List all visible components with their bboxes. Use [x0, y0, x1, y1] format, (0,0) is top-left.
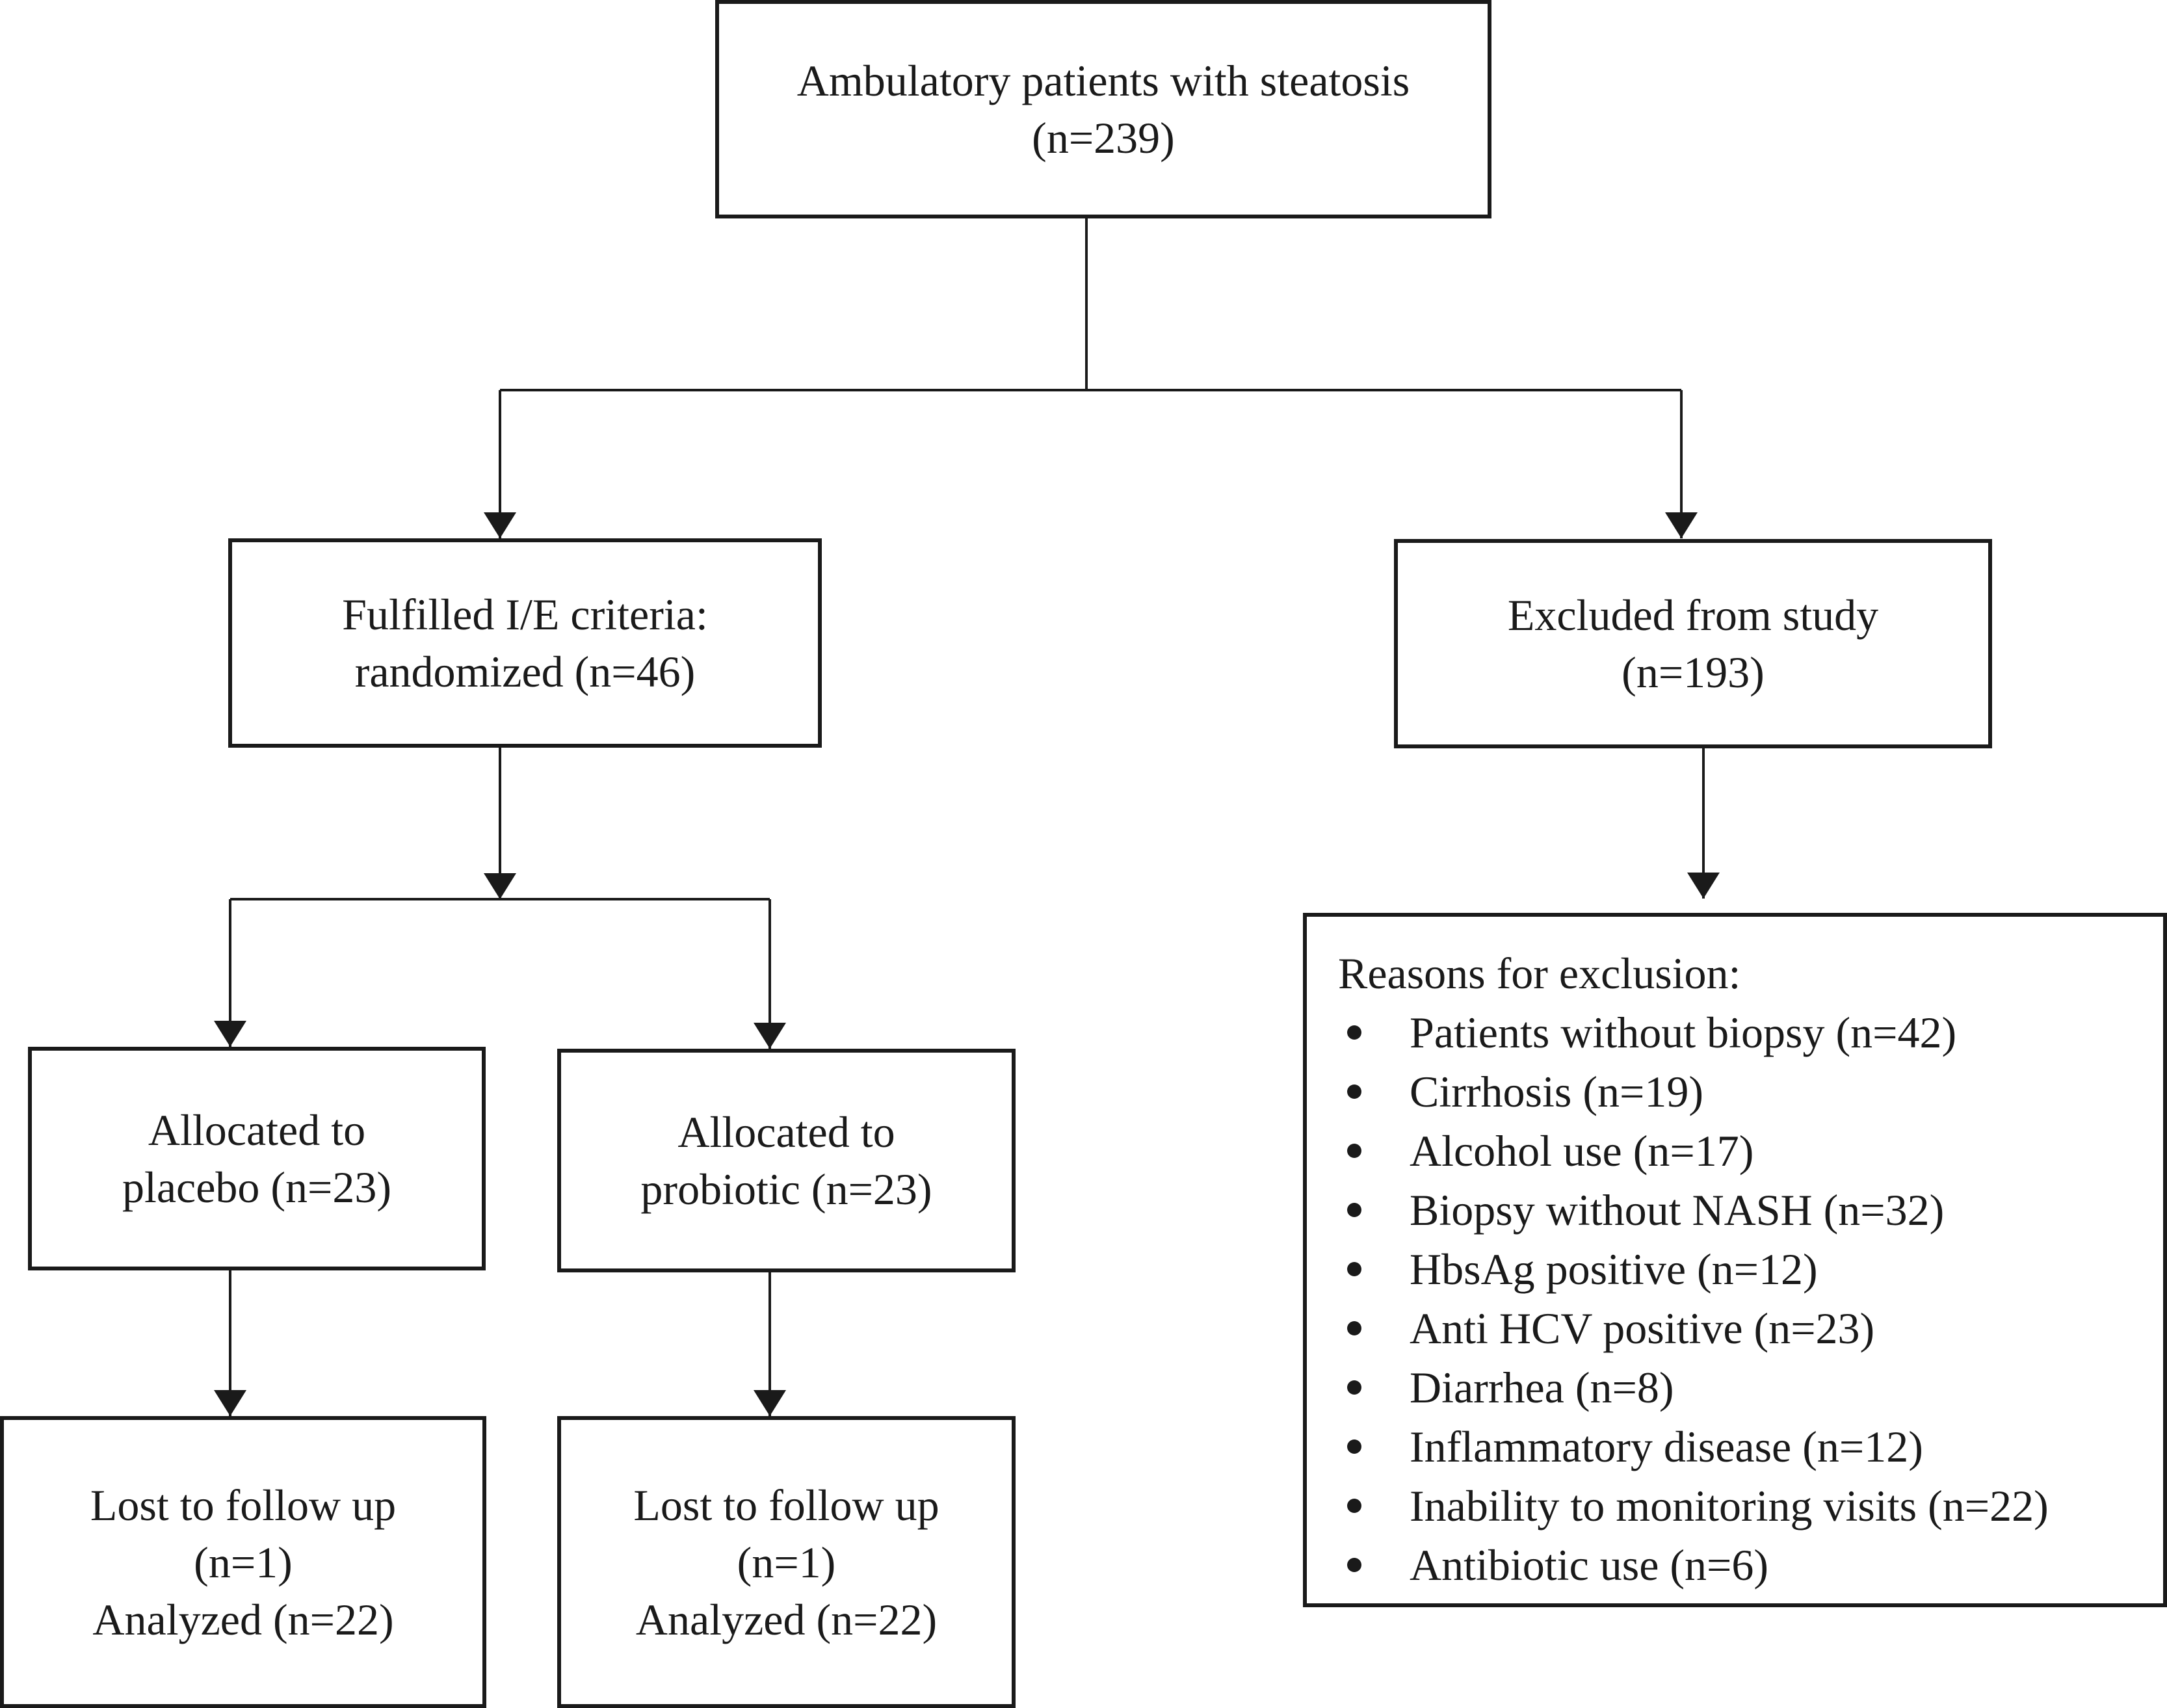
placebo-lost-label: Lost to follow up — [90, 1480, 397, 1530]
bullet-icon — [1347, 1203, 1361, 1217]
list-item: Patients without biopsy (n=42) — [1338, 1003, 2163, 1062]
bullet-icon — [1347, 1321, 1361, 1335]
list-item: HbsAg positive (n=12) — [1338, 1240, 2163, 1299]
randomized-label: Fulfilled I/E criteria: — [342, 590, 708, 639]
reason-text: Anti HCV positive (n=23) — [1410, 1304, 1875, 1353]
bullet-icon — [1347, 1439, 1361, 1454]
arrowhead-icon — [484, 512, 516, 538]
excluded-box: Excluded from study (n=193) — [1394, 539, 1992, 748]
reason-text: Diarrhea (n=8) — [1410, 1363, 1674, 1412]
arrowhead-icon — [754, 1023, 786, 1049]
exclusion-reasons-box: Reasons for exclusion: Patients without … — [1303, 913, 2167, 1607]
placebo-count: placebo (n=23) — [122, 1163, 392, 1212]
reason-text: HbsAg positive (n=12) — [1410, 1244, 1818, 1294]
list-item: Antibiotic use (n=6) — [1338, 1536, 2163, 1595]
reason-text: Inflammatory disease (n=12) — [1410, 1422, 1923, 1471]
list-item: Biopsy without NASH (n=32) — [1338, 1181, 2163, 1240]
arrowhead-icon — [754, 1390, 786, 1416]
exclusion-reasons-title: Reasons for exclusion: — [1338, 949, 1741, 998]
list-item: Inability to monitoring visits (n=22) — [1338, 1477, 2163, 1536]
probiotic-analyzed: Analyzed (n=22) — [635, 1594, 938, 1644]
list-item: Anti HCV positive (n=23) — [1338, 1299, 2163, 1358]
probiotic-count: probiotic (n=23) — [640, 1164, 932, 1214]
exclusion-reasons-list: Patients without biopsy (n=42) Cirrhosis… — [1338, 1003, 2163, 1595]
arrowhead-icon — [1665, 512, 1698, 538]
bullet-icon — [1347, 1084, 1361, 1099]
reason-text: Biopsy without NASH (n=32) — [1410, 1185, 1945, 1235]
reason-text: Inability to monitoring visits (n=22) — [1410, 1481, 2049, 1531]
enrollment-box: Ambulatory patients with steatosis (n=23… — [715, 0, 1491, 218]
bullet-icon — [1347, 1499, 1361, 1513]
bullet-icon — [1347, 1558, 1361, 1572]
list-item: Cirrhosis (n=19) — [1338, 1062, 2163, 1122]
bullet-icon — [1347, 1025, 1361, 1040]
excluded-count: (n=193) — [1622, 648, 1765, 697]
probiotic-label: Allocated to — [677, 1107, 895, 1157]
arrowhead-icon — [484, 873, 516, 899]
list-item: Diarrhea (n=8) — [1338, 1358, 2163, 1417]
placebo-outcome-box: Lost to follow up (n=1) Analyzed (n=22) — [0, 1416, 486, 1708]
probiotic-lost-label: Lost to follow up — [633, 1480, 939, 1530]
randomized-box: Fulfilled I/E criteria: randomized (n=46… — [228, 538, 822, 748]
bullet-icon — [1347, 1262, 1361, 1276]
enrollment-label: Ambulatory patients with steatosis — [796, 56, 1410, 105]
placebo-analyzed: Analyzed (n=22) — [92, 1594, 394, 1644]
reason-text: Cirrhosis (n=19) — [1410, 1067, 1703, 1116]
bullet-icon — [1347, 1380, 1361, 1395]
probiotic-outcome-box: Lost to follow up (n=1) Analyzed (n=22) — [557, 1416, 1016, 1708]
probiotic-box: Allocated to probiotic (n=23) — [557, 1049, 1016, 1272]
reason-text: Alcohol use (n=17) — [1410, 1126, 1754, 1176]
placebo-lost-count: (n=1) — [194, 1537, 293, 1587]
arrowhead-icon — [1687, 873, 1720, 899]
arrowhead-icon — [214, 1390, 246, 1416]
randomized-count: randomized (n=46) — [354, 647, 696, 696]
list-item: Alcohol use (n=17) — [1338, 1122, 2163, 1181]
probiotic-lost-count: (n=1) — [737, 1537, 836, 1587]
excluded-label: Excluded from study — [1507, 590, 1879, 640]
reason-text: Antibiotic use (n=6) — [1410, 1540, 1769, 1590]
bullet-icon — [1347, 1144, 1361, 1158]
placebo-box: Allocated to placebo (n=23) — [28, 1047, 486, 1270]
reason-text: Patients without biopsy (n=42) — [1410, 1008, 1957, 1057]
placebo-label: Allocated to — [148, 1105, 366, 1155]
enrollment-count: (n=239) — [1032, 113, 1175, 163]
arrowhead-icon — [214, 1021, 246, 1047]
list-item: Inflammatory disease (n=12) — [1338, 1417, 2163, 1477]
